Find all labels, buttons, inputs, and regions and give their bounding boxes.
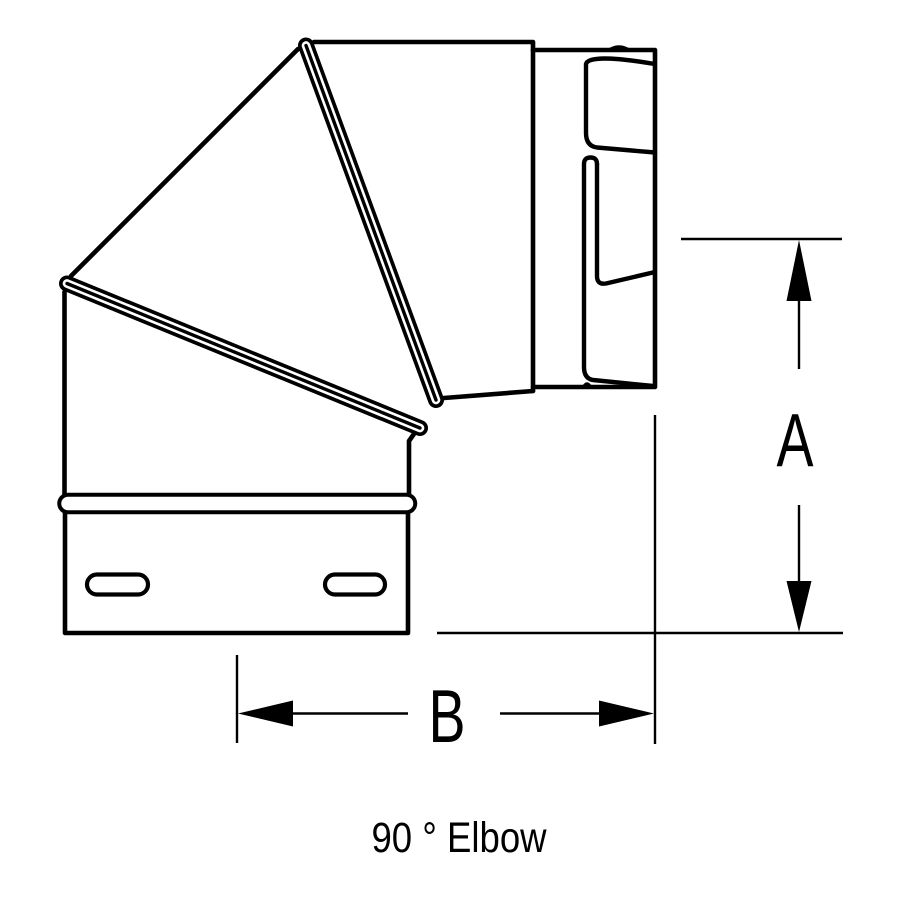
crimp-end-outline (530, 47, 658, 390)
crimp-upper-fold-line (583, 56, 658, 155)
upper-gore-left-edge (68, 46, 301, 279)
top-segment-bottom-edge (441, 388, 536, 401)
lower-seam (59, 275, 428, 436)
dimension-b: B (235, 415, 657, 758)
dim-b-label: B (428, 674, 465, 758)
collar-slot-left (84, 572, 151, 597)
upper-seam-centerline (304, 43, 438, 402)
crimp-slot-left-line (581, 155, 656, 389)
arrow-down-icon (786, 581, 812, 632)
arrow-up-icon (786, 240, 812, 301)
bottom-collar-outline (62, 502, 411, 636)
arrow-left-icon (238, 700, 293, 727)
crimp-bottom-bump (581, 382, 593, 387)
top-segment-outline (311, 39, 536, 394)
crimp-end-details (581, 45, 658, 389)
figure-caption: 90 ° Elbow (371, 814, 546, 861)
dim-a-label: A (776, 398, 813, 482)
collar-slot-right (322, 572, 388, 597)
upper-seam (298, 37, 444, 408)
elbow-body-outline (62, 39, 658, 636)
dimension-a: A (437, 237, 843, 635)
lower-gore-right-edge (406, 428, 419, 508)
crimp-slot-right-line (594, 161, 658, 286)
crimp-top-bump (606, 45, 632, 50)
arrow-right-icon (599, 700, 654, 727)
lower-seam-centerline (65, 281, 422, 430)
